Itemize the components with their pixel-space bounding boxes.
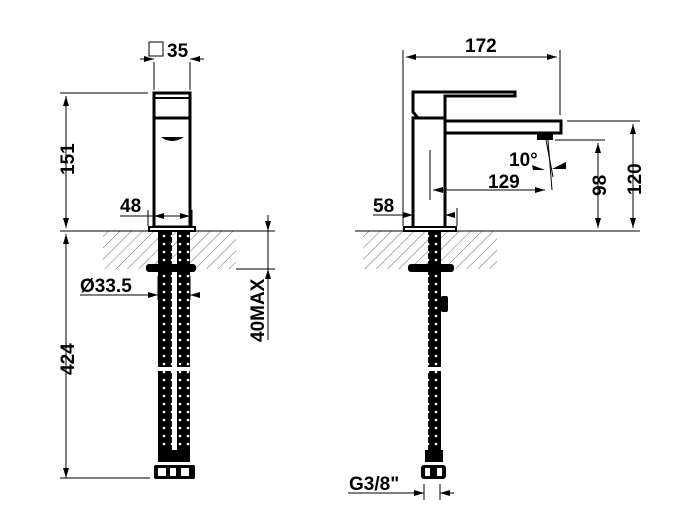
- dim-base: 58: [373, 196, 394, 217]
- dim-deck-thickness: 40MAX: [248, 278, 269, 342]
- dim-hose-length: 424: [58, 343, 79, 375]
- dim-reach: 129: [488, 172, 520, 193]
- base-plate-highlight: [150, 228, 194, 230]
- front-view: 35 151 424 48 Ø33.5 40MAX: [58, 41, 275, 479]
- aerator-outlet: [161, 137, 184, 141]
- dim-width: 35: [167, 41, 189, 62]
- hose: [158, 232, 172, 367]
- hose-ferrule: [425, 450, 443, 462]
- hose: [177, 232, 190, 367]
- lock-nut: [408, 264, 454, 272]
- dim-outlet-height: 98: [590, 175, 611, 196]
- lever-handle: [411, 90, 517, 120]
- dim-length: 172: [465, 36, 497, 57]
- faucet-body-side: [411, 116, 447, 226]
- dim-base: 48: [120, 196, 141, 217]
- hose-lower: [428, 371, 441, 453]
- dim-angle: 10°: [509, 150, 538, 171]
- hose-clip: [441, 296, 448, 312]
- fitting-facet: [170, 468, 176, 476]
- side-view: 172 120 98 129 10° 58 G3/8": [348, 36, 646, 500]
- flow-angle-line: [545, 139, 554, 178]
- dim-connection: G3/8": [349, 474, 399, 495]
- hose-lower: [177, 371, 190, 453]
- dim-spout-height: 120: [625, 163, 646, 195]
- fitting-facet: [437, 468, 442, 476]
- angle-arrow-icon: [552, 162, 566, 169]
- angle-arrow-icon: [532, 165, 545, 170]
- hose-lower: [158, 371, 172, 453]
- faucet-body-front: [152, 91, 192, 229]
- fitting-facet: [158, 468, 166, 476]
- flow-angle-line: [547, 139, 553, 191]
- hose-fitting: [421, 465, 446, 479]
- fitting-facet: [425, 468, 430, 476]
- hose: [428, 232, 441, 367]
- fitting-facet: [181, 468, 189, 476]
- aerator-outlet: [537, 134, 553, 140]
- square-symbol-icon: [148, 41, 164, 57]
- hose-ferrule: [158, 450, 190, 462]
- dim-height: 151: [58, 143, 79, 175]
- base-plate-highlight: [405, 228, 455, 230]
- dim-hole-diameter: Ø33.5: [80, 276, 132, 297]
- lock-nut: [146, 264, 196, 272]
- spout: [445, 119, 563, 135]
